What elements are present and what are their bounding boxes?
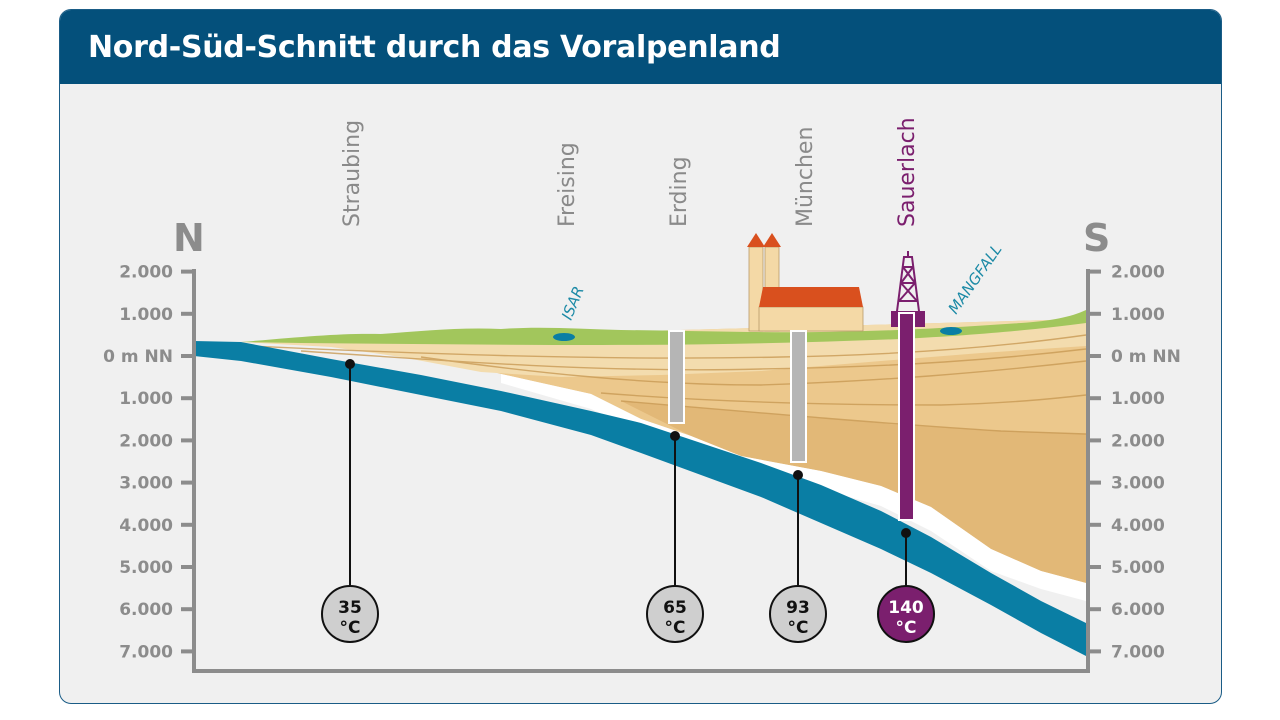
river-label-mangfall: MANGFALL: [945, 241, 1006, 317]
depth-label-left: 3.000: [119, 474, 173, 494]
depth-label-right: 2.000: [1111, 431, 1165, 451]
depth-axis-left: 2.000 1.000 0 m NN 1.000 2.000 3.000 4.000 5.00…: [103, 263, 173, 663]
temperature-value: 65: [663, 598, 687, 618]
direction-south: S: [1083, 216, 1110, 260]
well-muenchen: [790, 330, 807, 463]
mangfall-water: [940, 327, 962, 335]
temperature-unit: °C: [340, 618, 361, 638]
diagram-panel: Nord-Süd-Schnitt durch das Voralpenland: [59, 9, 1222, 704]
depth-label-left: 1.000: [119, 305, 173, 325]
axis-frame: [192, 269, 1090, 673]
depth-label-left: 2.000: [119, 263, 173, 283]
depth-label-right: 0 m NN: [1111, 347, 1181, 367]
city-label-straubing: Straubing: [340, 120, 365, 227]
temperature-unit: °C: [896, 618, 917, 638]
temperature-unit: °C: [788, 618, 809, 638]
depth-axis-right: 2.000 1.000 0 m NN 1.000 2.000 3.000 4.000 5.00…: [1111, 263, 1181, 663]
city-label-muenchen: München: [793, 127, 818, 227]
depth-label-left: 2.000: [119, 431, 173, 451]
river-label-isar: ISAR: [558, 284, 588, 323]
temperature-pin-erding: 65 °C: [646, 431, 704, 643]
sediment-layer-deep: [621, 401, 1086, 583]
depth-label-left: 0 m NN: [103, 347, 173, 367]
isar-water: [553, 333, 575, 341]
direction-north: N: [173, 216, 205, 260]
well-sauerlach: [898, 312, 915, 521]
depth-label-right: 5.000: [1111, 558, 1165, 578]
depth-label-right: 1.000: [1111, 305, 1165, 325]
page-title: Nord-Süd-Schnitt durch das Voralpenland: [88, 29, 781, 65]
temperature-pin-straubing: 35 °C: [321, 359, 379, 643]
city-label-erding: Erding: [667, 156, 692, 227]
city-label-sauerlach: Sauerlach: [895, 117, 920, 227]
church-illustration: [747, 233, 864, 332]
depth-label-left: 4.000: [119, 516, 173, 536]
axis-ticks: [181, 269, 1101, 654]
depth-label-left: 6.000: [119, 600, 173, 620]
temperature-value: 93: [786, 598, 810, 618]
temperature-pin-muenchen: 93 °C: [769, 470, 827, 643]
temperature-pin-sauerlach: 140 °C: [877, 528, 935, 643]
surface-layer: [241, 310, 1086, 345]
depth-label-right: 6.000: [1111, 600, 1165, 620]
depth-label-left: 5.000: [119, 558, 173, 578]
depth-label-right: 3.000: [1111, 474, 1165, 494]
cross-section-diagram: 2.000 1.000 0 m NN 1.000 2.000 3.000 4.000 5.00…: [103, 117, 1181, 673]
depth-label-left: 1.000: [119, 389, 173, 409]
city-label-freising: Freising: [555, 142, 580, 227]
temperature-value: 35: [338, 598, 362, 618]
depth-label-right: 4.000: [1111, 516, 1165, 536]
header-bar: Nord-Süd-Schnitt durch das Voralpenland: [60, 10, 1221, 84]
temperature-value: 140: [888, 598, 924, 618]
depth-label-right: 2.000: [1111, 263, 1165, 283]
depth-label-left: 7.000: [119, 642, 173, 662]
sediment-layer-base: [241, 319, 1086, 583]
depth-label-right: 1.000: [1111, 389, 1165, 409]
temperature-unit: °C: [665, 618, 686, 638]
depth-label-right: 7.000: [1111, 642, 1165, 662]
well-erding: [668, 330, 685, 424]
